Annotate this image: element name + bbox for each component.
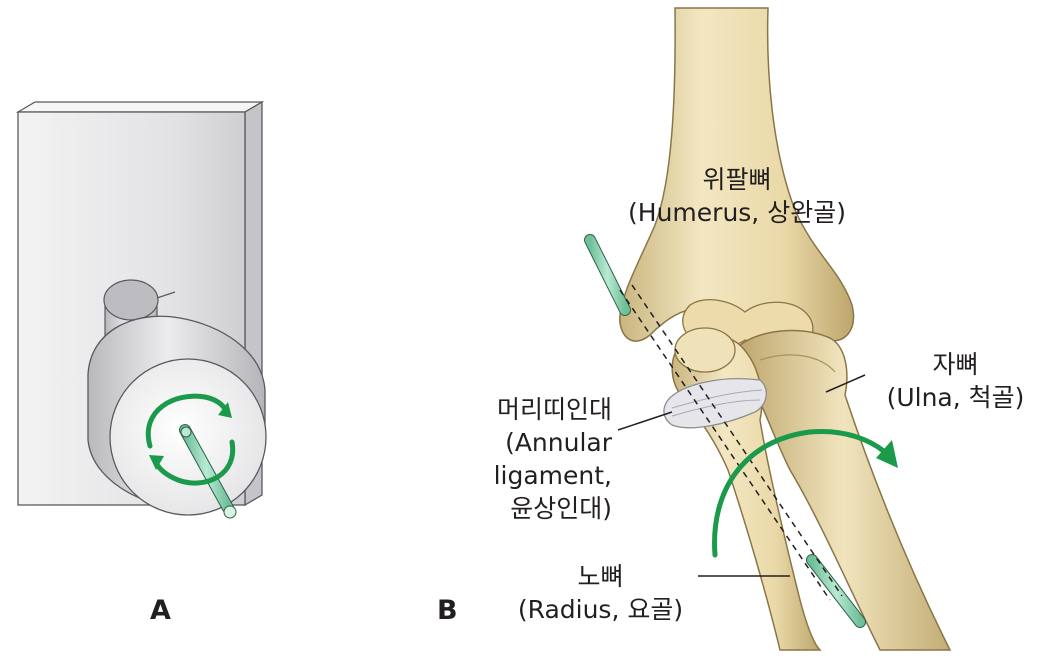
radius-label-line2: (Radius, 요골): [517, 595, 684, 624]
ulna-label-line2: (Ulna, 척골): [886, 383, 1025, 412]
panel-b-letter: B: [437, 595, 458, 626]
panel-a-letter: A: [150, 595, 171, 626]
annular-leader: [617, 411, 673, 431]
annular-label-line1: 머리띠인대: [496, 395, 612, 424]
plate-top: [15, 101, 265, 113]
radius-label-line1: 노뼈: [577, 562, 624, 591]
humerus-label-line1: 위팔뼈: [702, 165, 772, 194]
annular-label-line4: 윤상인대): [510, 494, 612, 523]
radius-head: [674, 327, 736, 373]
ulna-leader: [825, 374, 866, 393]
annular-label-line2: (Annular: [505, 428, 612, 457]
ulna-label: 자뼈 (Ulna, 척골): [868, 348, 1043, 414]
circular-rotation-arrows-icon: [145, 393, 236, 486]
humerus-label-line2: (Humerus, 상완골): [628, 198, 846, 227]
annular-ligament: [663, 378, 767, 429]
curved-arrow-icon: [712, 429, 898, 558]
radius-label: 노뼈 (Radius, 요골): [503, 560, 698, 626]
humerus-label: 위팔뼈 (Humerus, 상완골): [612, 163, 862, 229]
shaft-top: [103, 279, 159, 321]
panel-a-illustration: [15, 100, 267, 519]
forearm-rotation-axis-rod: [584, 234, 866, 628]
panel-b-illustration: [584, 7, 952, 651]
ulna-label-line1: 자뼈: [932, 350, 979, 379]
annular-ligament-label: 머리띠인대 (Annular ligament, 윤상인대): [440, 393, 612, 525]
annular-label-line3: ligament,: [493, 461, 612, 490]
rotation-axis-rod: [179, 424, 237, 519]
